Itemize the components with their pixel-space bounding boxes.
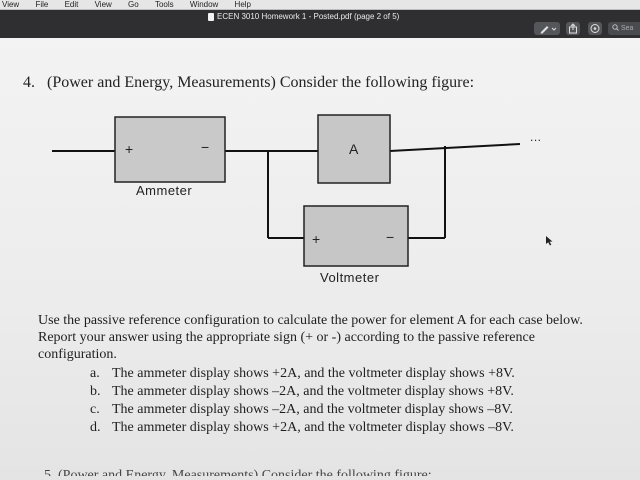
question-4-heading: 4. (Power and Energy, Measurements) Consi… — [23, 74, 474, 92]
list-item: a. The ammeter display shows +2A, and the… — [90, 365, 608, 383]
os-menu-bar: View File Edit View Go Tools Window Help — [0, 0, 640, 10]
search-icon — [612, 24, 619, 31]
pen-icon — [540, 26, 557, 34]
part-label: b. — [90, 384, 101, 399]
question-5-heading-text: (Power and Energy, Measurements) Conside… — [58, 468, 432, 476]
window-titlebar: ECEN 3010 Homework 1 - Posted.pdf (page … — [0, 10, 640, 38]
part-text: The ammeter display shows +2A, and the v… — [112, 420, 514, 435]
search-input[interactable]: Sea — [608, 22, 640, 35]
pdf-page: 4. (Power and Energy, Measurements) Consi… — [0, 38, 640, 480]
menu-help[interactable]: Help — [234, 0, 251, 9]
share-icon — [569, 23, 577, 34]
part-label: c. — [90, 402, 100, 417]
question-5-heading-cutoff: 5. (Power and Energy, Measurements) Cons… — [44, 466, 432, 476]
menu-edit[interactable]: Edit — [64, 0, 79, 9]
mouse-pointer-icon — [546, 236, 553, 246]
ammeter-minus-terminal: − — [201, 139, 210, 155]
question-4-number: 4. — [23, 74, 35, 91]
question-5-number: 5. — [44, 468, 55, 476]
menu-tools[interactable]: Tools — [154, 0, 174, 9]
part-label: d. — [90, 420, 101, 435]
voltmeter-minus-terminal: − — [386, 229, 395, 245]
voltmeter-box — [303, 205, 409, 267]
part-text: The ammeter display shows –2A, and the v… — [112, 402, 514, 417]
part-text: The ammeter display shows –2A, and the v… — [112, 384, 514, 399]
list-item: c. The ammeter display shows –2A, and the… — [90, 401, 608, 419]
pdf-document-icon — [208, 12, 214, 21]
question-4-parts-list: a. The ammeter display shows +2A, and the… — [38, 365, 608, 437]
circuit-figure — [52, 114, 521, 267]
share-button[interactable] — [566, 22, 580, 35]
voltmeter-label: Voltmeter — [320, 270, 380, 285]
ammeter-box — [114, 116, 226, 183]
annotate-button[interactable] — [588, 22, 602, 35]
part-text: The ammeter display shows +2A, and the v… — [112, 366, 515, 381]
markup-pen-button[interactable] — [534, 22, 560, 35]
ammeter-label: Ammeter — [136, 183, 193, 198]
menu-view[interactable]: View — [94, 0, 112, 9]
list-item: d. The ammeter display shows +2A, and the… — [90, 419, 608, 437]
circuit-wires — [52, 143, 521, 239]
menu-view-partial[interactable]: View — [2, 0, 20, 9]
menu-go[interactable]: Go — [128, 0, 139, 9]
annotate-circle-icon — [590, 24, 600, 33]
search-placeholder: Sea — [620, 25, 634, 32]
question-4-instructions: Use the passive reference configuration … — [38, 313, 583, 362]
wire-continuation-ellipsis: ... — [530, 130, 542, 144]
part-label: a. — [90, 366, 100, 381]
window-title-text: ECEN 3010 Homework 1 - Posted.pdf (page … — [217, 12, 400, 21]
list-item: b. The ammeter display shows –2A, and the… — [90, 383, 608, 401]
window-title: ECEN 3010 Homework 1 - Posted.pdf (page … — [208, 12, 399, 21]
voltmeter-plus-terminal: + — [312, 231, 321, 247]
menu-file[interactable]: File — [35, 0, 49, 9]
question-4-heading-text: (Power and Energy, Measurements) Conside… — [47, 74, 475, 91]
question-4-body: Use the passive reference configuration … — [38, 312, 608, 437]
ammeter-plus-terminal: + — [125, 141, 134, 157]
element-a-box — [317, 114, 391, 184]
element-a-label: A — [349, 141, 359, 157]
menu-window[interactable]: Window — [189, 0, 219, 9]
